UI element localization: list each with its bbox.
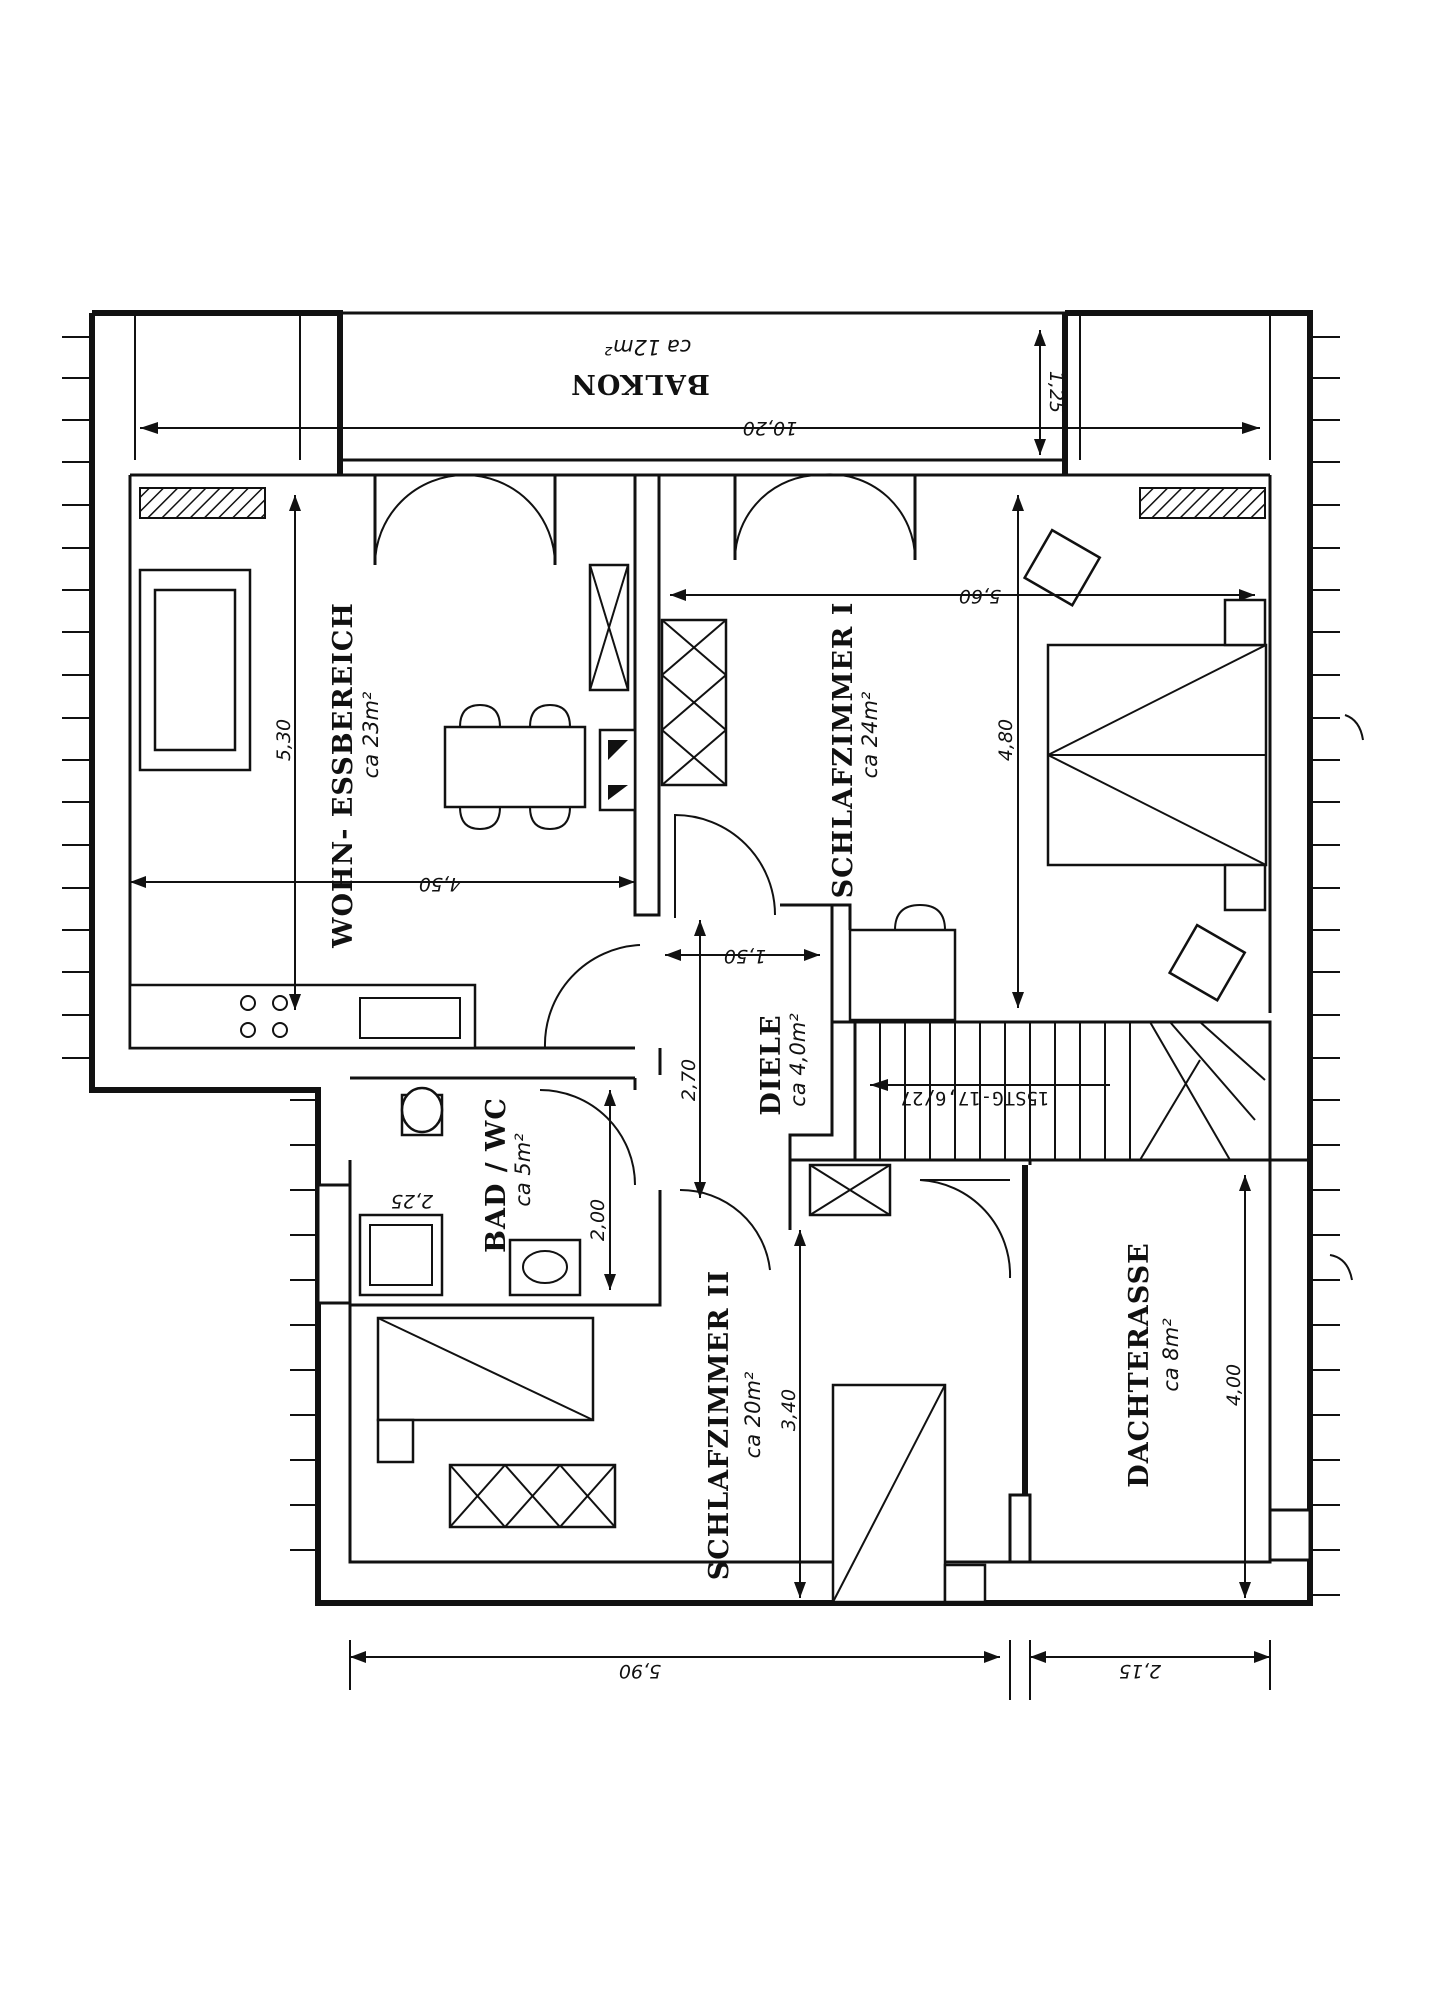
stairs: 15STG-17,6/27 xyxy=(853,1020,1272,1162)
diele-area: ca 4,0m² xyxy=(786,1013,810,1107)
diele-width-dim: 1,50 xyxy=(724,945,766,967)
bad-area: ca 5m² xyxy=(511,1133,535,1207)
balkon-area: ca 12m² xyxy=(604,335,691,359)
schlaf1-height-dim: 4,80 xyxy=(995,719,1017,761)
bad-width-dim: 2,25 xyxy=(391,1190,433,1212)
schlaf1-area: ca 24m² xyxy=(858,691,882,778)
interior-walls xyxy=(130,473,1312,1564)
shower xyxy=(358,1213,444,1297)
bottom-left-dim: 5,90 xyxy=(619,1660,661,1682)
diele-height-dim: 2,70 xyxy=(678,1059,700,1101)
desk xyxy=(848,928,957,1022)
schlaf2-height-dim: 3,40 xyxy=(778,1389,800,1431)
dining-table xyxy=(443,725,587,809)
dimension-lines xyxy=(130,495,1271,1700)
bad-name: BAD / WC xyxy=(481,1097,512,1253)
dachterasse-name: DACHTERASSE xyxy=(1124,1242,1155,1487)
punch-hole-top xyxy=(1344,714,1364,741)
chimney-right xyxy=(1139,487,1266,519)
schlaf1-width-dim: 5,60 xyxy=(959,585,1001,607)
schlaf2-name: SCHLAFZIMMER II xyxy=(704,1270,735,1580)
stairs-note: 15STG-17,6/27 xyxy=(901,1087,1050,1109)
wohn-name: WOHN- ESSBEREICH xyxy=(328,602,359,949)
diele-name: DIELE xyxy=(756,1014,787,1115)
chimney-left xyxy=(139,487,266,519)
punch-hole-bottom xyxy=(1329,1254,1353,1281)
exterior-ticks xyxy=(62,336,1340,1596)
wohn-area: ca 23m² xyxy=(359,691,383,778)
bottom-right-dim: 2,15 xyxy=(1119,1660,1161,1682)
bad-furniture xyxy=(358,1086,582,1297)
schlaf2-furniture xyxy=(376,1163,987,1604)
dachterasse-height-dim: 4,00 xyxy=(1223,1364,1245,1406)
schlaf1-name: SCHLAFZIMMER I xyxy=(828,602,859,899)
balkon-length-dim: 10,20 xyxy=(743,417,797,439)
balkon-name: BALKON xyxy=(570,368,710,399)
dimension-arrows xyxy=(130,495,1270,1663)
wohn-furniture xyxy=(128,563,637,1050)
schlaf1-furniture xyxy=(660,528,1268,1022)
dachterasse-area: ca 8m² xyxy=(1159,1318,1183,1392)
wohn-height-dim: 5,30 xyxy=(273,719,295,761)
wohn-width-dim: 4,50 xyxy=(419,873,461,895)
bad-height-dim: 2,00 xyxy=(587,1199,609,1241)
washbasin xyxy=(508,1238,582,1297)
doors xyxy=(373,473,1012,1279)
balkon: BALKON ca 12m² 10,20 1,25 xyxy=(134,311,1271,462)
schlaf2-area: ca 20m² xyxy=(741,1371,765,1458)
balkon-depth-dim: 1,25 xyxy=(1045,371,1067,413)
